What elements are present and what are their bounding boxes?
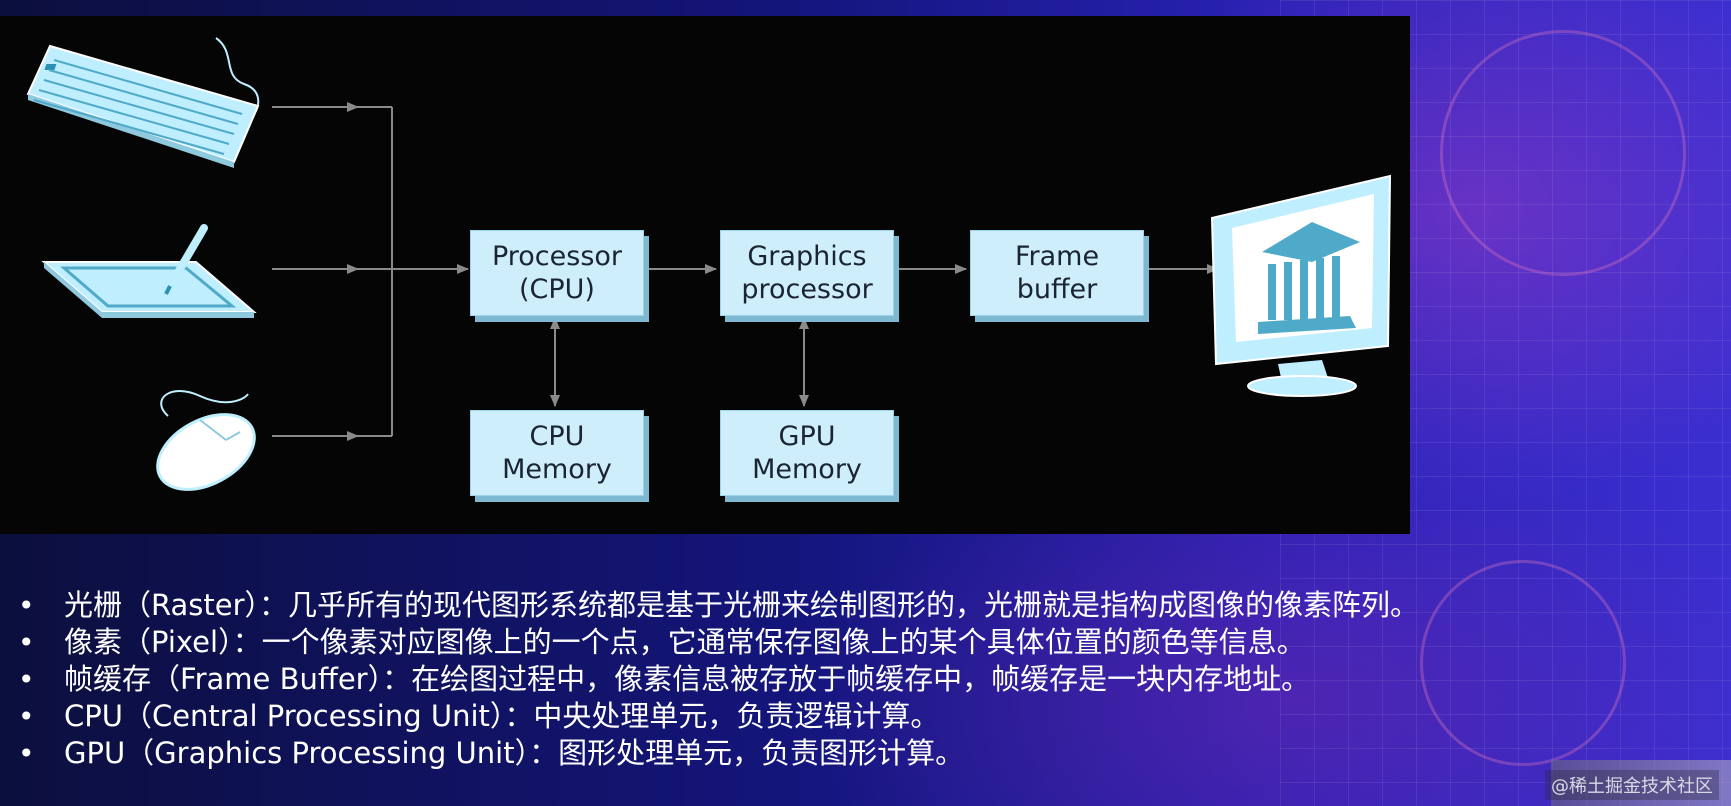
graphics-processor-label: Graphics processor bbox=[741, 241, 873, 305]
diagram-svg bbox=[26, 37, 1392, 491]
processor-cpu-label: Processor (CPU) bbox=[491, 241, 623, 305]
mouse-icon bbox=[156, 390, 256, 491]
background-decoration-ring bbox=[1420, 560, 1626, 766]
background-decoration-ring bbox=[1440, 30, 1686, 276]
pipeline-arrows bbox=[550, 264, 1219, 407]
bullet-raster: 光栅（Raster）：几乎所有的现代图形系统都是基于光栅来绘制图形的，光栅就是指… bbox=[18, 587, 1419, 624]
bullet-cpu: CPU（Central Processing Unit）：中央处理单元，负责逻辑… bbox=[18, 698, 1419, 735]
video-thumbnail-corner bbox=[1551, 760, 1731, 806]
input-connector-lines bbox=[272, 102, 469, 441]
frame-buffer-label: Frame buffer bbox=[1014, 241, 1100, 305]
keyboard-icon bbox=[26, 37, 260, 168]
watermark: @稀土掘金技术社区 bbox=[1545, 770, 1719, 800]
processor-cpu-box: Processor (CPU) bbox=[470, 230, 644, 316]
bullet-gpu: GPU（Graphics Processing Unit）：图形处理单元，负责图… bbox=[18, 735, 1419, 772]
diagram-panel: Processor (CPU) Graphics processor Frame… bbox=[0, 16, 1410, 534]
graphics-processor-box: Graphics processor bbox=[720, 230, 894, 316]
definition-bullet-list: 光栅（Raster）：几乎所有的现代图形系统都是基于光栅来绘制图形的，光栅就是指… bbox=[18, 587, 1419, 772]
bullet-pixel: 像素（Pixel）：一个像素对应图像上的一个点，它通常保存图像上的某个具体位置的… bbox=[18, 624, 1419, 661]
frame-buffer-box: Frame buffer bbox=[970, 230, 1144, 316]
gpu-memory-label: GPU Memory bbox=[752, 421, 862, 485]
cpu-memory-label: CPU Memory bbox=[502, 421, 612, 485]
monitor-icon bbox=[1210, 174, 1392, 397]
cpu-memory-box: CPU Memory bbox=[470, 410, 644, 496]
drawing-tablet-icon bbox=[41, 224, 257, 318]
gpu-memory-box: GPU Memory bbox=[720, 410, 894, 496]
bullet-frame-buffer: 帧缓存（Frame Buffer）：在绘图过程中，像素信息被存放于帧缓存中，帧缓… bbox=[18, 661, 1419, 698]
